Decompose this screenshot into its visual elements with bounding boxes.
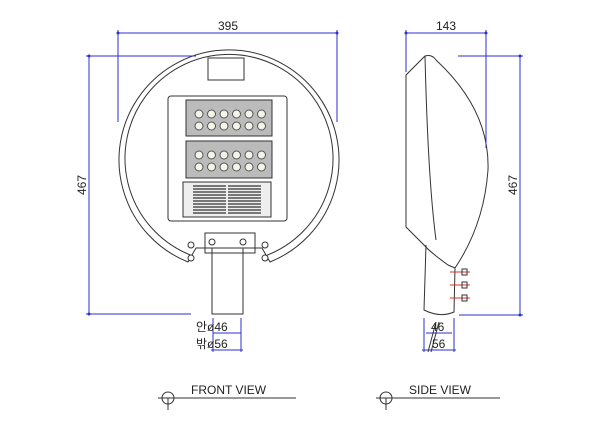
bolt-icon: [261, 254, 269, 262]
side-depth-dimension: 143: [436, 19, 456, 33]
pole-mount: [204, 232, 256, 254]
bolt-icon: [187, 254, 195, 262]
pole: [211, 247, 244, 315]
led-panel: [167, 95, 288, 222]
led-icon: [219, 109, 229, 119]
side-inner-diameter: 46: [431, 320, 445, 334]
led-icon: [207, 121, 216, 131]
front-view: 395 467 안ø46 밖ø56: [75, 19, 340, 352]
bolt-icon: [461, 268, 468, 276]
led-icon: [244, 150, 254, 160]
led-icon: [257, 150, 266, 160]
bolt-icon: [261, 241, 269, 249]
side-view-label: SIDE VIEW: [376, 383, 500, 410]
led-icon: [244, 162, 254, 172]
led-icon: [219, 150, 229, 160]
bolt-icon: [461, 294, 468, 302]
svg-text:FRONT VIEW: FRONT VIEW: [191, 383, 267, 397]
bolt-icon: [208, 238, 216, 246]
led-icon: [232, 150, 241, 160]
front-width-dimension: 395: [218, 19, 238, 33]
led-icon: [257, 109, 266, 119]
front-outer-diameter: 밖ø56: [196, 337, 228, 351]
led-icon: [244, 109, 254, 119]
luminaire-housing-outline: [118, 49, 340, 263]
bolt-icon: [187, 241, 195, 249]
bolt-icon: [461, 281, 468, 289]
led-icon: [194, 121, 204, 131]
bolt-icon: [239, 238, 247, 246]
led-icon: [219, 121, 229, 131]
led-icon: [194, 150, 204, 160]
side-height-dimension: 467: [506, 175, 520, 195]
led-icon: [207, 150, 216, 160]
led-icon: [232, 121, 241, 131]
front-view-label: FRONT VIEW: [158, 383, 296, 410]
led-icon: [257, 162, 266, 172]
led-icon: [194, 162, 204, 172]
svg-text:SIDE VIEW: SIDE VIEW: [409, 383, 472, 397]
led-module-2: [185, 140, 273, 179]
led-icon: [194, 109, 204, 119]
led-icon: [257, 121, 266, 131]
led-icon: [244, 121, 254, 131]
top-handle: [207, 57, 245, 81]
led-icon: [207, 109, 216, 119]
led-icon: [207, 162, 216, 172]
led-icon: [232, 162, 241, 172]
led-icon: [232, 109, 241, 119]
front-inner-diameter: 안ø46: [196, 320, 228, 334]
side-pole: [423, 244, 456, 316]
side-housing-outline: [405, 55, 489, 269]
front-height-dimension: 467: [75, 175, 89, 195]
side-view: 143 467 46 56: [404, 19, 523, 353]
side-outer-diameter: 56: [432, 337, 446, 351]
led-icon: [219, 162, 229, 172]
